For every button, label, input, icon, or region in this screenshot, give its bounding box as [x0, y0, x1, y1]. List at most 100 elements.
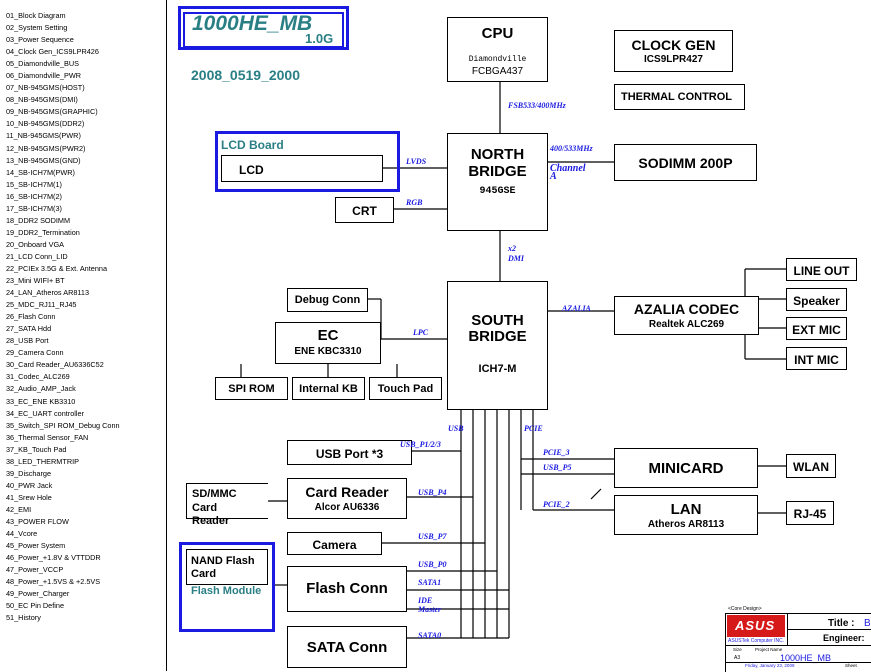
build-date: 2008_0519_2000 — [191, 67, 301, 83]
usb-p7-label: USB_P7 — [418, 532, 447, 541]
toc-item: 02_System Setting — [6, 23, 68, 33]
engineer-row-divider — [725, 645, 871, 646]
toc-item: 26_Flash Conn — [6, 312, 56, 322]
dmi-label: DMI — [508, 254, 525, 263]
lcd-board-label: LCD Board — [221, 138, 284, 152]
speaker-title: Speaker — [793, 294, 840, 308]
toc-item: 47_Power_VCCP — [6, 565, 64, 575]
date-value: Friday, January 23, 2009 — [745, 663, 795, 668]
fsb-label: FSB533/400MHz — [508, 101, 566, 110]
azalia-codec-part: Realtek ALC269 — [648, 319, 725, 330]
toc-item: 29_Camera Conn — [6, 348, 64, 358]
debug-conn-title: Debug Conn — [294, 294, 361, 306]
sd-mmc-line3: Reader — [192, 515, 230, 527]
lcd-block: LCD — [221, 155, 383, 182]
asus-logo-text: ASUS — [735, 618, 776, 633]
toc-item: 30_Card Reader_AU6336C52 — [6, 360, 104, 370]
title-block: <Core Design> ASUS ASUSTek Computer INC.… — [725, 605, 871, 672]
toc-item: 50_EC Pin Define — [6, 601, 65, 611]
lcd-board-frame — [215, 131, 400, 192]
thermal-control-title: THERMAL CONTROL — [621, 91, 733, 103]
asus-logo: ASUS — [727, 615, 785, 637]
toc-item: 23_Mini WIFI+ BT — [6, 276, 65, 286]
thermal-control-block: THERMAL CONTROL — [614, 84, 745, 110]
sd-mmc-line1: SD/MMC — [192, 488, 237, 500]
toc-item: 31_Codec_ALC269 — [6, 372, 70, 382]
toc-item: 37_KB_Touch Pad — [6, 444, 67, 454]
size-value: A3 — [734, 655, 741, 661]
usb-p5-label: USB_P5 — [543, 463, 572, 472]
internal-kb-title: Internal KB — [299, 383, 358, 395]
toc-item: 11_NB-945GMS(PWR) — [6, 131, 81, 141]
touch-pad-title: Touch Pad — [377, 383, 434, 395]
toc-item: 33_EC_ENE KB3310 — [6, 396, 76, 406]
card-reader-title: Card Reader — [305, 484, 389, 500]
model-title-inner-frame — [183, 12, 344, 48]
toc-item: 40_PWR Jack — [6, 480, 53, 490]
toc-item: 19_DDR2_Termination — [6, 227, 80, 237]
camera-title: Camera — [312, 538, 357, 552]
crt-title: CRT — [352, 204, 377, 218]
south-bridge-block: SOUTH BRIDGE ICH7-M — [447, 281, 548, 410]
card-reader-block: Card Reader Alcor AU6336 — [287, 478, 407, 519]
toc-item: 14_SB-ICH7M(PWR) — [6, 167, 75, 177]
toc-item: 25_MDC_RJ11_RJ45 — [6, 300, 77, 310]
toc-item: 09_NB-945GMS(GRAPHIC) — [6, 107, 98, 117]
rgb-label: RGB — [406, 198, 423, 207]
spi-rom-block: SPI ROM — [215, 377, 288, 400]
toc-item: 41_Srew Hole — [6, 492, 52, 502]
azalia-codec-title: AZALIA CODEC — [633, 301, 740, 317]
north-bridge-title1: NORTH — [470, 146, 525, 163]
touch-pad-block: Touch Pad — [369, 377, 442, 400]
title-label: Title : — [828, 618, 855, 629]
north-bridge-block: NORTH BRIDGE 945GSE — [447, 133, 548, 231]
azalia-codec-block: AZALIA CODEC Realtek ALC269 — [614, 296, 759, 335]
line-out-block: LINE OUT — [786, 258, 857, 281]
toc-item: 16_SB-ICH7M(2) — [6, 191, 62, 201]
toc-item: 28_USB Port — [6, 336, 49, 346]
ddr-speed-label: 400/533MHz — [550, 144, 593, 153]
engineer-label: Engineer: — [823, 633, 865, 643]
cpu-package: FCBGA437 — [471, 66, 524, 77]
south-bridge-title1: SOUTH — [471, 312, 524, 329]
nand-flash-line1: NAND Flash — [191, 555, 255, 567]
nand-flash-line2: Card — [191, 568, 217, 580]
sodimm-block: SODIMM 200P — [614, 144, 757, 181]
version-label: 1.0G — [305, 31, 334, 46]
toc-item: 27_SATA Hdd — [6, 324, 52, 334]
spi-rom-title: SPI ROM — [228, 383, 275, 395]
internal-kb-block: Internal KB — [292, 377, 365, 400]
int-mic-title: INT MIC — [794, 353, 839, 367]
toc-item: 21_LCD Conn_LID — [6, 251, 68, 261]
minicard-title: MINICARD — [648, 460, 724, 477]
pcie-label: PCIE — [524, 424, 543, 433]
clock-gen-block: CLOCK GEN ICS9LPR427 — [614, 30, 733, 72]
flash-module-label: Flash Module — [191, 585, 262, 597]
project-name-value: 1000HE_MB — [780, 653, 832, 663]
toc-item: 32_Audio_AMP_Jack — [6, 384, 76, 394]
toc-item: 39_Discharge — [6, 468, 52, 478]
cpu-title: CPU — [481, 25, 514, 42]
size-label: Size — [733, 647, 742, 652]
clock-gen-part: ICS9LPR427 — [644, 54, 703, 65]
toc-item: 07_NB-945GMS(HOST) — [6, 83, 85, 93]
model-title: 1000HE_MB — [192, 12, 313, 35]
speaker-block: Speaker — [786, 288, 847, 311]
toc-item: 35_Switch_SPI ROM_Debug Conn — [6, 420, 120, 430]
pcie3-label: PCIE_3 — [543, 448, 570, 457]
toc-item: 10_NB-945GMS(DDR2) — [6, 119, 85, 129]
toc-item: 18_DDR2 SODIMM — [6, 215, 71, 225]
toc-item: 06_Diamondville_PWR — [6, 71, 82, 81]
toc-item: 12_NB-945GMS(PWR2) — [6, 143, 86, 153]
sd-mmc-block: SD/MMC Card Reader — [186, 483, 268, 527]
lan-block: LAN Atheros AR8113 — [614, 495, 758, 535]
date-row-divider — [725, 662, 871, 663]
sodimm-title: SODIMM 200P — [638, 155, 733, 171]
channel-label: Channel — [550, 163, 586, 174]
toc-item: 08_NB-945GMS(DMI) — [6, 95, 78, 105]
usb-port-block: USB Port *3 — [287, 440, 412, 465]
toc-item: 13_NB-945GMS(GND) — [6, 155, 81, 165]
toc-item: 51_History — [6, 613, 41, 623]
